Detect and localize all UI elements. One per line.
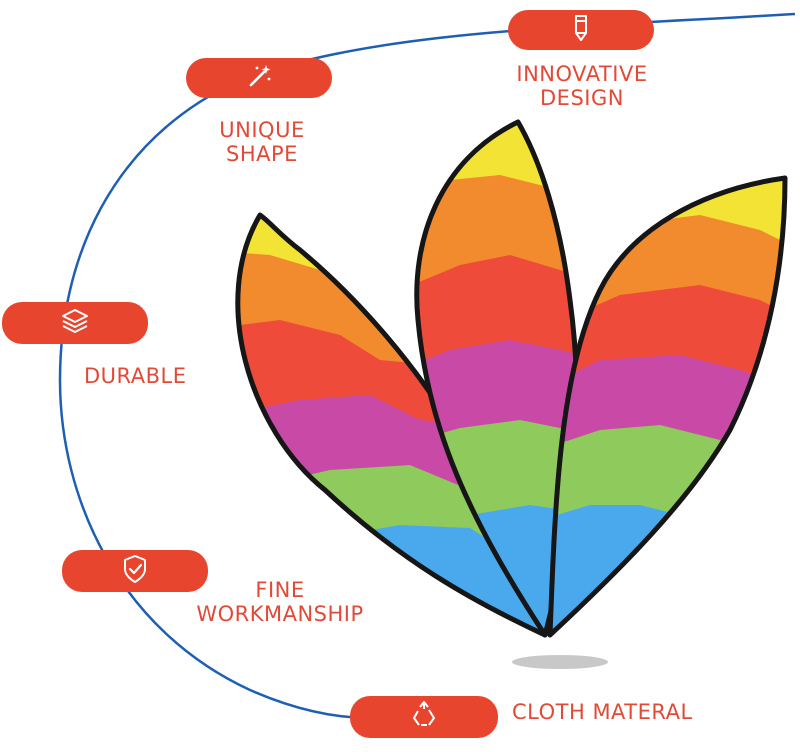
innovative-design-label: INNOVATIVE DESIGN [516, 62, 648, 110]
unique-shape-label: UNIQUE SHAPE [219, 118, 305, 166]
fine-workmanship-badge [62, 550, 208, 592]
kite-shadow [512, 655, 608, 669]
recycle-icon [407, 698, 441, 737]
unique-shape-badge [186, 58, 332, 98]
cloth-material-badge [350, 696, 498, 738]
durable-badge [2, 302, 148, 344]
durable-label: DURABLE [84, 364, 187, 388]
innovative-design-badge [508, 10, 654, 50]
kite-blade-right [550, 178, 785, 635]
connector-arc [58, 12, 796, 720]
pencil-icon [564, 11, 598, 50]
shield-check-icon [118, 552, 152, 591]
fine-workmanship-label: FINE WORKMANSHIP [196, 578, 364, 626]
cloth-material-label: CLOTH MATERAL [512, 700, 693, 724]
magic-wand-icon [242, 59, 276, 98]
layers-icon [58, 304, 92, 343]
